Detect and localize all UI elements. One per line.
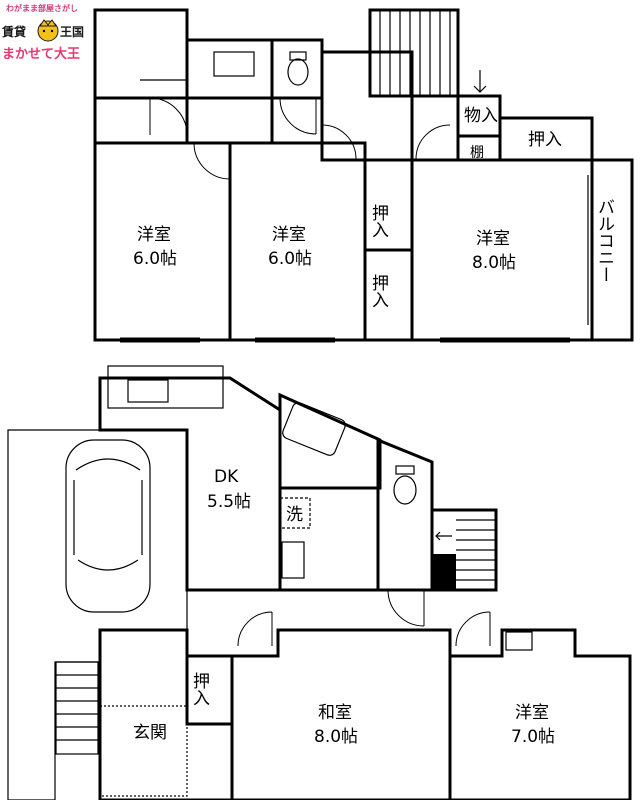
underfloor-closet — [93, 96, 189, 145]
upper-room-2-size: 6.0帖 — [268, 249, 312, 269]
dk-room — [98, 376, 282, 592]
dk-size: 5.5帖 — [207, 492, 251, 512]
logo-right-text: 王国 — [60, 25, 84, 39]
sink-icon — [213, 51, 255, 77]
shelf-label: 棚 — [470, 145, 484, 161]
upper-room-3-text: 洋室 8.0帖 — [472, 229, 516, 273]
lower-western-room-size: 7.0帖 — [511, 727, 555, 747]
balcony-label: バルコニー — [594, 198, 614, 283]
dk-label: DK — [214, 467, 239, 487]
toilet-lower — [376, 437, 434, 592]
logo-tagline: わがまま部屋さがし — [6, 3, 78, 13]
japanese-room-size: 8.0帖 — [314, 727, 358, 747]
japanese-room-label: 和室 — [318, 703, 352, 723]
upper-room-1-size: 6.0帖 — [133, 249, 177, 269]
logo-crown-icon — [39, 19, 57, 27]
lower-western-room-label: 洋室 — [515, 703, 549, 723]
bathroom — [278, 392, 382, 490]
stairs-landing — [432, 554, 456, 590]
stairs-direction-icon — [435, 531, 452, 541]
closet-a-label: 押入 — [368, 204, 389, 238]
toilet-lower-icon — [393, 475, 417, 505]
logo-eye-icon — [42, 29, 46, 33]
toilet-icon — [287, 58, 309, 86]
logo-eye-icon — [50, 29, 54, 33]
upper-room-2-text: 洋室 6.0帖 — [268, 225, 312, 269]
stairs-icon — [379, 10, 451, 96]
japanese-room — [230, 628, 452, 800]
logo-bottom-text: まかせて大王 — [2, 46, 80, 62]
lower-western-room — [448, 628, 632, 800]
logo-left-text: 賃貸 — [1, 24, 26, 39]
storage-label: 物入 — [464, 106, 498, 126]
washbasin-icon — [281, 541, 305, 579]
wash-label: 洗 — [286, 505, 303, 525]
upper-room-3-size: 8.0帖 — [472, 253, 516, 273]
closet-marker — [505, 631, 533, 651]
closet-b-label: 押入 — [368, 274, 389, 308]
genkan-area — [99, 705, 188, 797]
balcony — [590, 158, 634, 342]
underfloor-room — [93, 8, 189, 100]
upper-floor: 物入 棚 押入 洋室 6.0帖 洋室 6.0帖 洋室 8.0帖 押入 押入 バル… — [93, 8, 634, 343]
washroom-lower — [278, 486, 380, 592]
lower-floor: DK 5.5帖 洗 — [7, 365, 632, 800]
kitchen-counter — [107, 365, 224, 409]
entrance-steps-icon — [55, 661, 99, 755]
bathtub-icon — [282, 402, 346, 456]
upper-room-1-label: 洋室 — [137, 225, 171, 245]
upper-room-2-label: 洋室 — [272, 225, 306, 245]
storage-room — [456, 94, 502, 138]
upper-room-3-label: 洋室 — [476, 229, 510, 249]
kitchen-sink-icon — [127, 379, 169, 403]
brand-logo: わがまま部屋さがし 賃貸 王国 まかせて大王 — [1, 3, 84, 62]
car-icon — [65, 439, 151, 613]
upper-room-1-text: 洋室 6.0帖 — [133, 225, 177, 269]
lower-stairs-icon — [456, 519, 496, 581]
closet-lower-label: 押入 — [189, 672, 210, 706]
closet-c-label: 押入 — [528, 130, 562, 150]
stairs-arrow-icon — [473, 70, 487, 93]
entrance-label: 玄関 — [133, 723, 167, 743]
upper-room-3 — [410, 158, 594, 342]
